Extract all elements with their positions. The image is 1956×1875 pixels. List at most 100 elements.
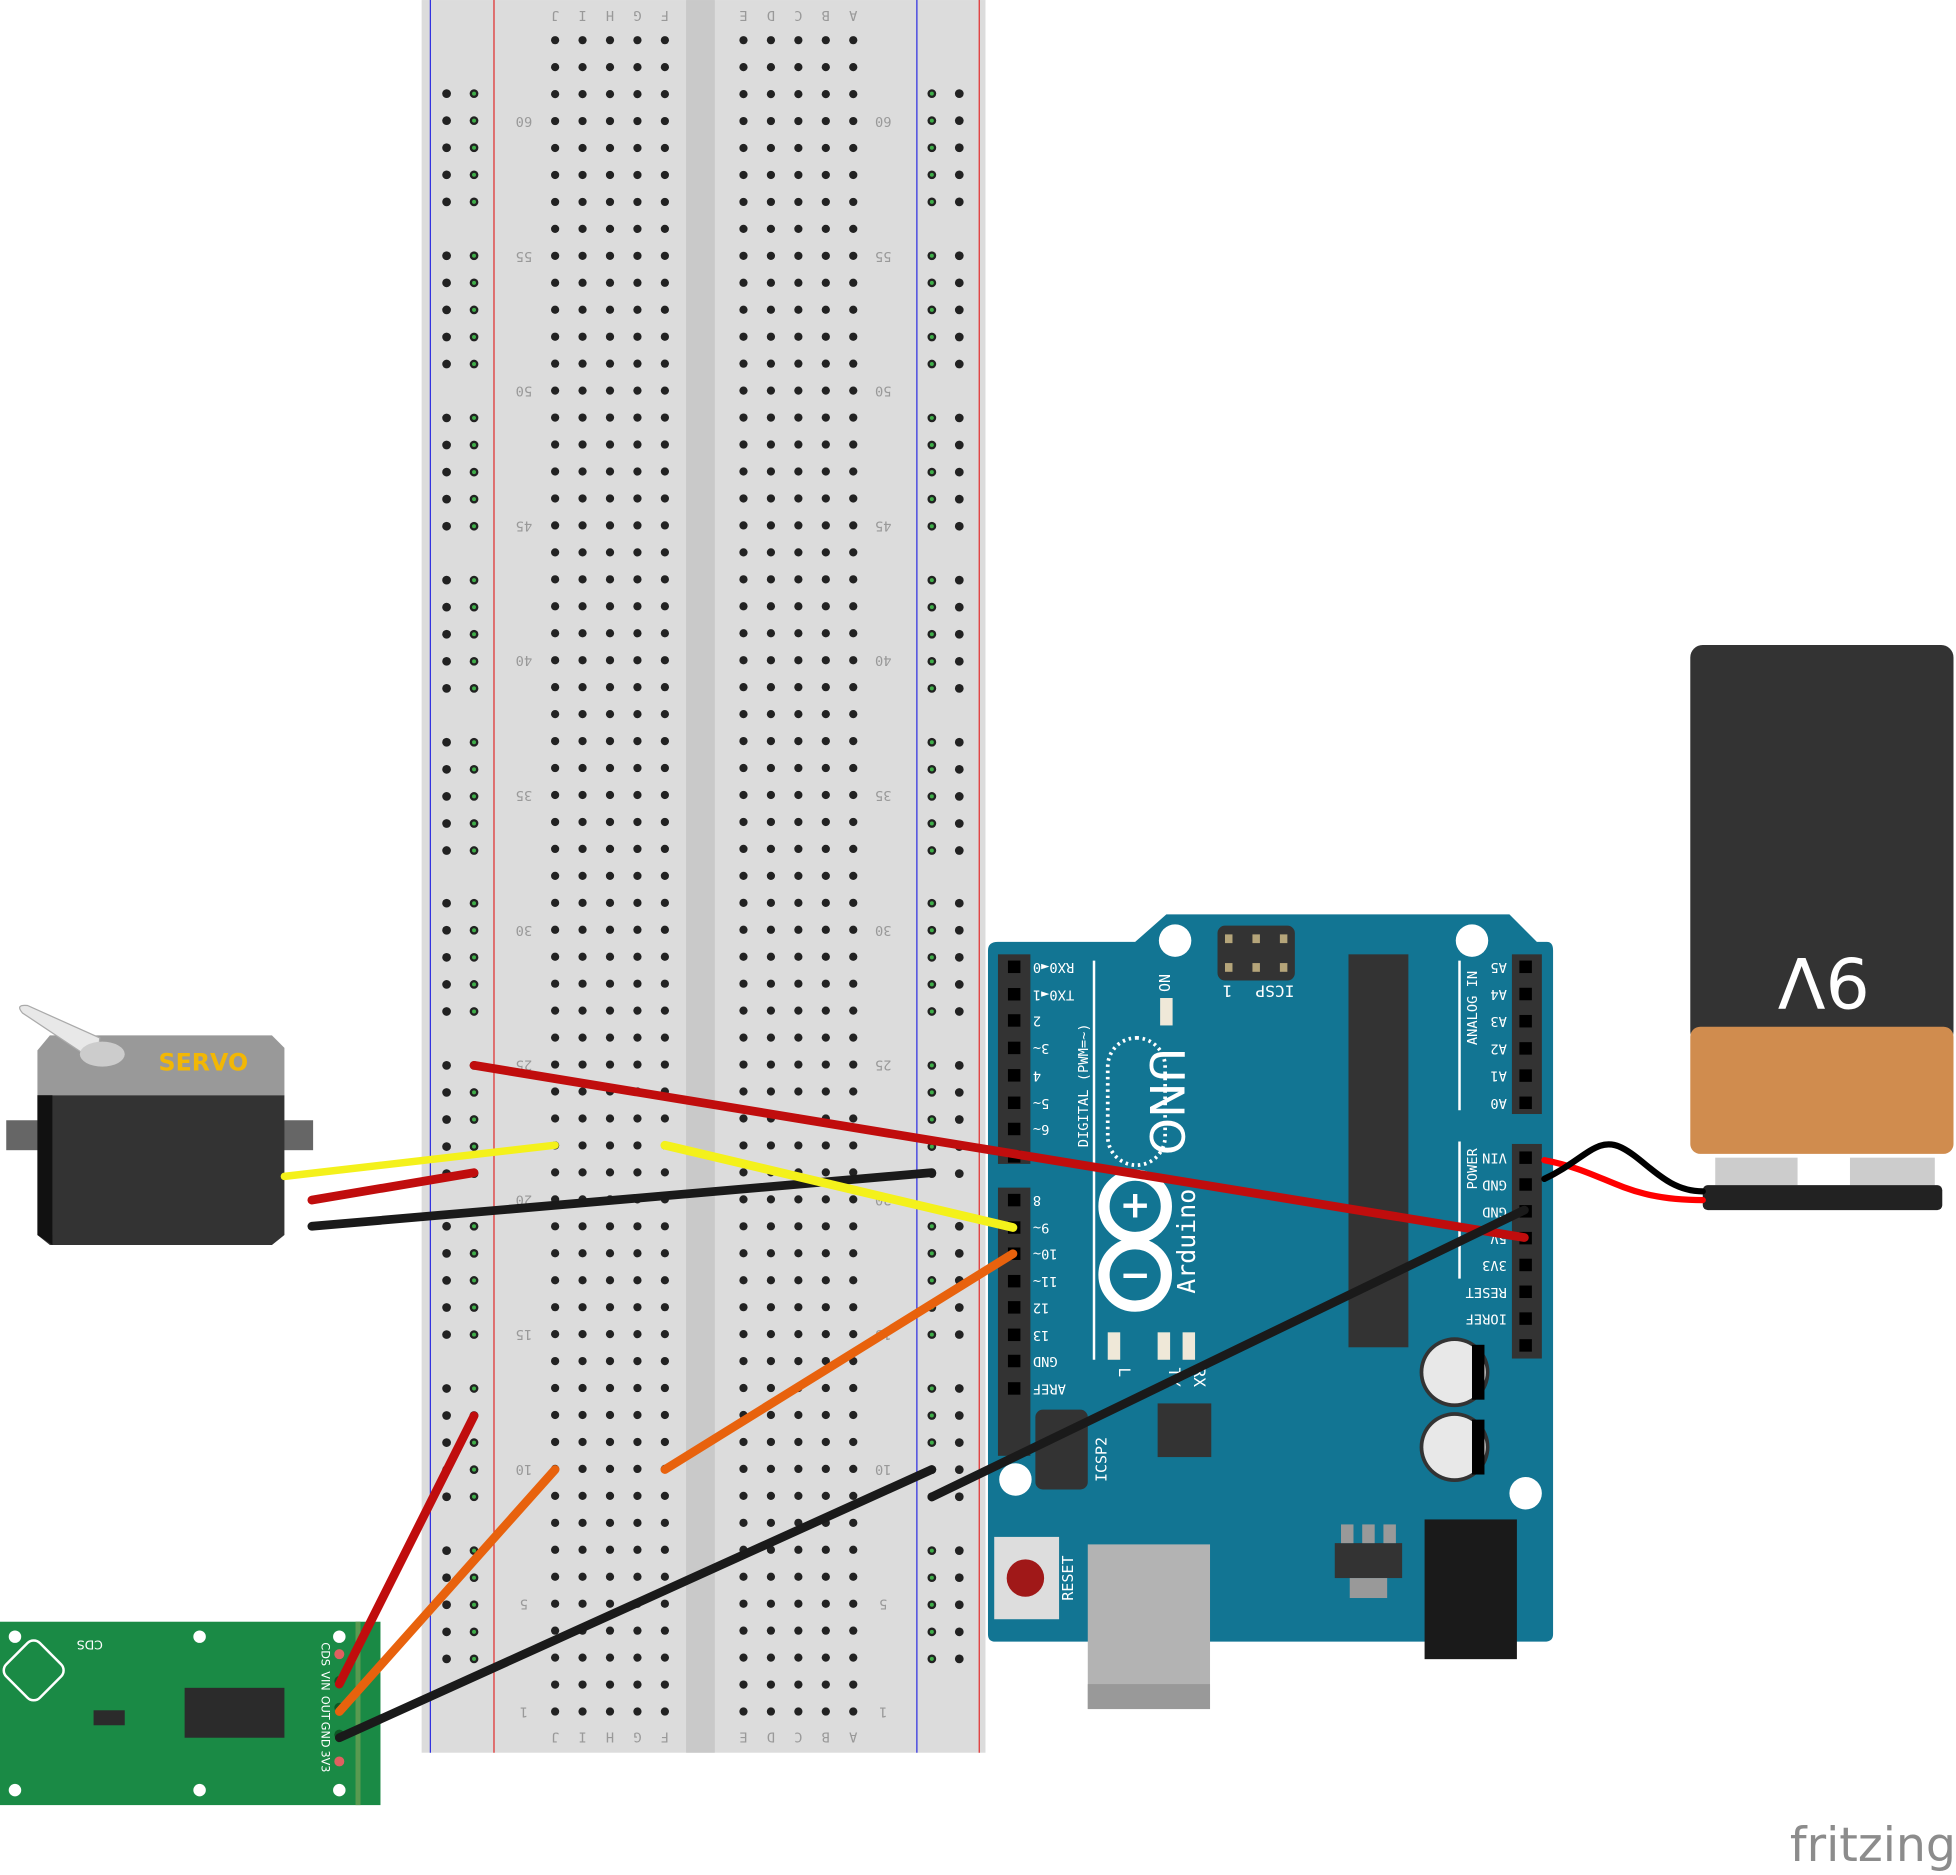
- breadboard-hole[interactable]: [660, 1383, 670, 1393]
- breadboard-hole[interactable]: [849, 1141, 858, 1150]
- breadboard-hole[interactable]: [550, 386, 560, 395]
- breadboard-hole[interactable]: [794, 440, 803, 449]
- breadboard-hole[interactable]: [633, 1437, 642, 1447]
- analog-pin[interactable]: [1519, 1096, 1532, 1110]
- breadboard-hole[interactable]: [821, 548, 830, 557]
- breadboard-hole[interactable]: [794, 1599, 803, 1608]
- breadboard-hole[interactable]: [739, 1383, 748, 1393]
- breadboard-hole[interactable]: [550, 1680, 560, 1689]
- rail-hole[interactable]: [954, 898, 964, 908]
- breadboard-hole[interactable]: [550, 170, 560, 180]
- breadboard-hole[interactable]: [605, 386, 615, 395]
- breadboard-hole[interactable]: [550, 898, 560, 907]
- breadboard-hole[interactable]: [849, 1437, 858, 1447]
- breadboard-hole[interactable]: [849, 197, 858, 207]
- breadboard-hole[interactable]: [739, 1060, 748, 1069]
- breadboard-hole[interactable]: [849, 871, 858, 880]
- breadboard-hole[interactable]: [633, 1006, 642, 1015]
- breadboard-hole[interactable]: [739, 1195, 748, 1204]
- breadboard-hole[interactable]: [849, 1249, 858, 1258]
- breadboard-hole[interactable]: [550, 224, 560, 234]
- breadboard-hole[interactable]: [660, 1006, 670, 1015]
- breadboard-hole[interactable]: [660, 763, 670, 773]
- breadboard-hole[interactable]: [821, 278, 830, 287]
- wire-sensor-gnd-black[interactable]: [334, 1465, 937, 1743]
- breadboard-hole[interactable]: [660, 1626, 670, 1635]
- breadboard-hole[interactable]: [766, 1330, 776, 1339]
- breadboard-hole[interactable]: [578, 170, 587, 180]
- rail-hole[interactable]: [442, 1060, 451, 1070]
- breadboard-hole[interactable]: [660, 790, 670, 800]
- breadboard-hole[interactable]: [794, 952, 803, 961]
- rail-hole[interactable]: [442, 521, 451, 531]
- rail-hole[interactable]: [442, 251, 451, 261]
- breadboard-hole[interactable]: [550, 467, 560, 476]
- breadboard-hole[interactable]: [605, 763, 615, 773]
- rail-hole[interactable]: [442, 359, 451, 369]
- breadboard-hole[interactable]: [660, 224, 670, 234]
- breadboard-hole[interactable]: [633, 1060, 642, 1069]
- breadboard-hole[interactable]: [578, 898, 587, 907]
- rail-hole[interactable]: [442, 413, 451, 423]
- breadboard-hole[interactable]: [605, 602, 615, 611]
- wire-gnd-black[interactable]: [927, 1205, 1529, 1502]
- breadboard-hole[interactable]: [578, 143, 587, 153]
- breadboard-hole[interactable]: [633, 1707, 642, 1716]
- rail-hole[interactable]: [954, 1465, 964, 1475]
- breadboard-hole[interactable]: [660, 1653, 670, 1662]
- breadboard-hole[interactable]: [633, 1356, 642, 1366]
- breadboard-hole[interactable]: [578, 925, 587, 934]
- arduino-uno[interactable]: RX0◄0TX0◄123~45~6~89~10~11~1213GNDAREFA5…: [987, 914, 1554, 1710]
- breadboard-hole[interactable]: [605, 925, 615, 934]
- breadboard-hole[interactable]: [821, 1006, 830, 1015]
- wire-sensor-out-orange[interactable]: [334, 1465, 560, 1716]
- rail-hole[interactable]: [954, 1384, 964, 1393]
- breadboard-hole[interactable]: [605, 1383, 615, 1393]
- breadboard-hole[interactable]: [794, 1060, 803, 1069]
- wire-5v-red[interactable]: [469, 1060, 1529, 1242]
- breadboard-hole[interactable]: [605, 790, 615, 800]
- breadboard-hole[interactable]: [849, 925, 858, 934]
- breadboard-hole[interactable]: [633, 1222, 642, 1231]
- battery-9v[interactable]: 9V: [1690, 644, 1954, 1211]
- breadboard-hole[interactable]: [660, 1276, 670, 1285]
- breadboard-hole[interactable]: [766, 440, 776, 449]
- breadboard-hole[interactable]: [739, 710, 748, 719]
- breadboard-hole[interactable]: [578, 1303, 587, 1312]
- breadboard-hole[interactable]: [739, 1087, 748, 1096]
- breadboard-hole[interactable]: [578, 1437, 587, 1447]
- breadboard-hole[interactable]: [550, 1518, 560, 1527]
- breadboard-hole[interactable]: [660, 1437, 670, 1447]
- breadboard-hole[interactable]: [633, 871, 642, 880]
- breadboard-hole[interactable]: [794, 1222, 803, 1231]
- breadboard-hole[interactable]: [578, 1653, 587, 1662]
- breadboard-hole[interactable]: [821, 170, 830, 180]
- breadboard-hole[interactable]: [578, 197, 587, 207]
- rail-hole[interactable]: [442, 737, 451, 747]
- breadboard-hole[interactable]: [550, 494, 560, 503]
- rail-hole[interactable]: [954, 764, 964, 774]
- breadboard-hole[interactable]: [633, 629, 642, 638]
- breadboard-hole[interactable]: [766, 1410, 776, 1420]
- breadboard-hole[interactable]: [794, 1033, 803, 1042]
- breadboard-hole[interactable]: [739, 790, 748, 800]
- breadboard-hole[interactable]: [605, 278, 615, 287]
- breadboard-hole[interactable]: [578, 386, 587, 395]
- breadboard-hole[interactable]: [578, 440, 587, 449]
- rail-hole[interactable]: [442, 575, 451, 585]
- breadboard-hole[interactable]: [660, 1572, 670, 1581]
- digital-pin[interactable]: [1007, 1354, 1021, 1368]
- breadboard-hole[interactable]: [739, 1518, 748, 1527]
- breadboard-hole[interactable]: [578, 1518, 587, 1527]
- breadboard-hole[interactable]: [660, 1356, 670, 1366]
- breadboard-hole[interactable]: [660, 467, 670, 476]
- breadboard-hole[interactable]: [660, 143, 670, 153]
- breadboard-hole[interactable]: [794, 1626, 803, 1635]
- breadboard-hole[interactable]: [794, 548, 803, 557]
- wire-pin10-orange[interactable]: [660, 1249, 1018, 1474]
- breadboard-hole[interactable]: [794, 1437, 803, 1447]
- breadboard-hole[interactable]: [766, 925, 776, 934]
- breadboard-hole[interactable]: [578, 1491, 587, 1500]
- breadboard-hole[interactable]: [660, 656, 670, 665]
- breadboard-hole[interactable]: [550, 521, 560, 530]
